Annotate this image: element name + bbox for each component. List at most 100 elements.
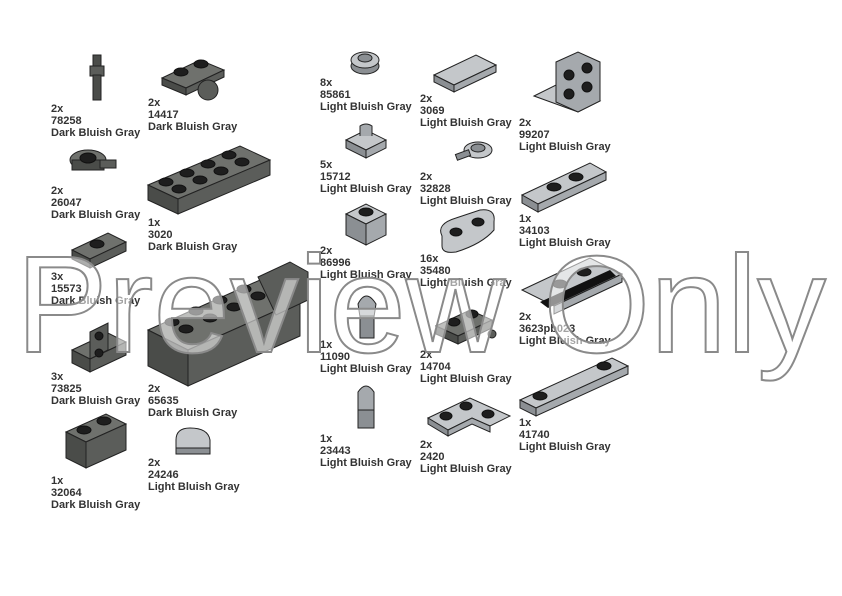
stud	[179, 168, 195, 178]
part-qty: 3x	[51, 371, 64, 383]
part-label-85861: 8x 85861 Light Bluish Gray	[320, 77, 412, 113]
part-label-11090: 1x 11090 Light Bluish Gray	[320, 339, 412, 375]
part-label-24246: 2x 24246 Light Bluish Gray	[148, 457, 240, 493]
jumper-plate-icon	[70, 232, 128, 269]
part-number: 11090	[320, 351, 350, 363]
part-qty: 3x	[51, 271, 64, 283]
part-qty: 5x	[320, 159, 333, 171]
part-color: Dark Bluish Gray	[148, 407, 238, 419]
part-number: 14704	[420, 361, 451, 373]
part-number: 78258	[51, 115, 82, 127]
bracket-brick-icon	[70, 322, 128, 373]
part-number: 23443	[320, 445, 351, 457]
part-number: 41740	[519, 429, 550, 441]
round-tile-icon	[175, 427, 211, 455]
part-qty: 2x	[51, 103, 64, 115]
watermark-text: Preview Only	[16, 228, 826, 382]
part-qty: 2x	[148, 97, 161, 109]
part-color: Light Bluish Gray	[320, 457, 412, 469]
stud	[202, 313, 218, 323]
part-label-41740: 1x 41740 Light Bluish Gray	[519, 417, 611, 453]
part-color: Dark Bluish Gray	[51, 209, 141, 221]
part-number: 15573	[51, 283, 82, 295]
part-qty: 1x	[320, 339, 333, 351]
technic-brick-icon	[64, 413, 128, 469]
part-qty: 1x	[148, 217, 161, 229]
part-color: Light Bluish Gray	[320, 183, 412, 195]
stud	[171, 184, 187, 194]
part-color: Light Bluish Gray	[420, 373, 512, 385]
part-color: Light Bluish Gray	[519, 237, 611, 249]
part-qty: 2x	[320, 245, 333, 257]
part-color: Light Bluish Gray	[519, 335, 611, 347]
part-number: 99207	[519, 129, 550, 141]
part-number: 73825	[51, 383, 82, 395]
part-qty: 1x	[320, 433, 333, 445]
stud	[192, 175, 208, 185]
part-color: Light Bluish Gray	[420, 195, 512, 207]
plate-with-socket-icon	[434, 309, 497, 345]
part-qty: 2x	[148, 457, 161, 469]
round-plate-with-hole-icon	[350, 51, 380, 75]
part-qty: 2x	[51, 185, 64, 197]
part-number: 32828	[420, 183, 451, 195]
part-color: Light Bluish Gray	[420, 277, 512, 289]
bracket-plate-icon	[532, 51, 602, 113]
part-label-26047: 2x 26047 Dark Bluish Gray	[51, 185, 140, 221]
part-color: Dark Bluish Gray	[148, 241, 238, 253]
plate-1x3-icon	[520, 162, 608, 213]
stud	[236, 284, 252, 294]
stud	[188, 306, 204, 316]
part-color: Light Bluish Gray	[519, 141, 611, 153]
plate-with-bar-icon	[454, 141, 493, 161]
part-color: Light Bluish Gray	[148, 481, 240, 493]
round-plate-with-bar-icon	[69, 149, 117, 171]
part-number: 3020	[148, 229, 173, 241]
part-label-14704: 2x 14704 Light Bluish Gray	[420, 349, 512, 385]
stud	[178, 324, 194, 334]
part-number: 2420	[420, 451, 445, 463]
part-number: 3069	[420, 105, 445, 117]
tile-1x2-icon	[432, 54, 498, 93]
part-qty: 1x	[519, 417, 532, 429]
part-qty: 1x	[519, 213, 532, 225]
part-color: Dark Bluish Gray	[51, 295, 141, 307]
stud	[221, 150, 237, 160]
part-label-3623pb023: 2x 3623pb023 Light Bluish Gray	[519, 311, 611, 347]
part-qty: 2x	[519, 311, 532, 323]
part-qty: 2x	[420, 349, 433, 361]
part-label-73825: 3x 73825 Dark Bluish Gray	[51, 371, 140, 407]
part-color: Light Bluish Gray	[420, 117, 512, 129]
printed-plate-icon	[520, 257, 624, 315]
part-label-32064: 1x 32064 Dark Bluish Gray	[51, 475, 140, 511]
part-label-2420: 2x 2420 Light Bluish Gray	[420, 439, 512, 475]
part-color: Light Bluish Gray	[519, 441, 611, 453]
part-label-3020: 1x 3020 Dark Bluish Gray	[148, 217, 237, 253]
rounded-plate-icon	[440, 209, 495, 253]
part-qty: 2x	[519, 117, 532, 129]
brick-1x1-icon	[344, 203, 388, 246]
plate-with-ball-icon	[160, 59, 226, 101]
part-label-15712: 5x 15712 Light Bluish Gray	[320, 159, 412, 195]
stud	[212, 295, 228, 305]
part-number: 24246	[148, 469, 179, 481]
stud	[200, 159, 216, 169]
part-label-14417: 2x 14417 Dark Bluish Gray	[148, 97, 237, 133]
part-qty: 2x	[148, 383, 161, 395]
part-number: 34103	[519, 225, 550, 237]
part-color: Dark Bluish Gray	[148, 121, 238, 133]
part-qty: 1x	[51, 475, 64, 487]
part-qty: 2x	[420, 93, 433, 105]
bar-with-clip-icon	[89, 54, 105, 101]
part-label-34103: 1x 34103 Light Bluish Gray	[519, 213, 611, 249]
part-number: 14417	[148, 109, 179, 121]
plate-1x4-icon	[518, 357, 630, 417]
part-label-35480: 16x 35480 Light Bluish Gray	[420, 253, 512, 289]
part-label-99207: 2x 99207 Light Bluish Gray	[519, 117, 611, 153]
part-label-86996: 2x 86996 Light Bluish Gray	[320, 245, 412, 281]
part-color: Dark Bluish Gray	[51, 127, 141, 139]
part-number: 26047	[51, 197, 82, 209]
